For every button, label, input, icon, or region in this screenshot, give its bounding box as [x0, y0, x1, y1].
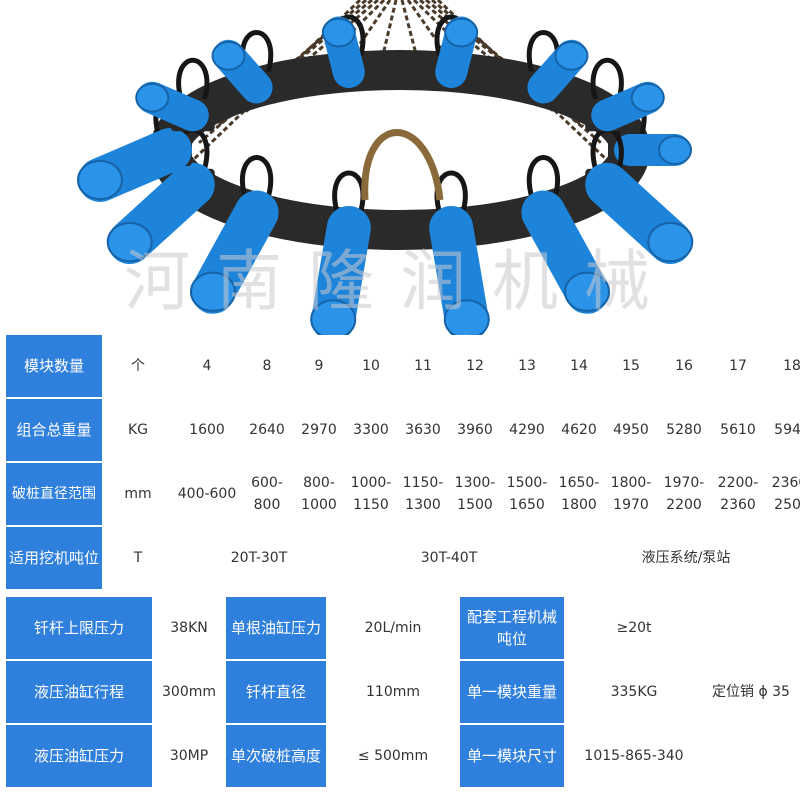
- value-cell: 30T-40T: [346, 527, 552, 589]
- cylinder-cap: [106, 221, 153, 263]
- unit-cell: 个: [104, 335, 172, 397]
- cylinder-cap: [444, 17, 479, 48]
- param-value: 38KN: [154, 597, 224, 659]
- value-cell: 1650-1800: [554, 463, 604, 525]
- param-label: 钎杆直径: [226, 661, 326, 723]
- param-label: 单次破桩高度: [226, 725, 326, 787]
- value-cell: 800-1000: [294, 463, 344, 525]
- merged-value-cell: 定位销 ϕ 35: [704, 597, 798, 787]
- table-row: 液压油缸行程 300mm 钎杆直径 110mm 单一模块重量 335KG: [6, 661, 798, 723]
- value-cell: 600-800: [242, 463, 292, 525]
- value-cell: 20T-30T: [174, 527, 344, 589]
- row-label: 适用挖机吨位: [6, 527, 102, 589]
- param-label: 单一模块尺寸: [460, 725, 564, 787]
- param-value: 30MP: [154, 725, 224, 787]
- value-cell: 2970: [294, 399, 344, 461]
- cylinder-cap: [310, 299, 357, 335]
- value-cell: 14: [554, 335, 604, 397]
- unit-cell: T: [104, 527, 172, 589]
- value-cell: 4950: [606, 399, 656, 461]
- cylinder-cap: [647, 221, 694, 263]
- param-label: 单根油缸压力: [226, 597, 326, 659]
- param-label: 配套工程机械吨位: [460, 597, 564, 659]
- param-label: 液压油缸压力: [6, 725, 152, 787]
- value-cell: 4: [174, 335, 240, 397]
- cylinder-cap: [321, 17, 356, 48]
- value-cell: 10: [346, 335, 396, 397]
- table-row: 破桩直径范围 mm 400-600 600-800 800-1000 1000-…: [6, 463, 800, 525]
- cylinder-cap: [564, 271, 611, 312]
- cylinder-cap: [211, 40, 246, 71]
- table-row: 适用挖机吨位 T 20T-30T 30T-40T 液压系统/泵站: [6, 527, 800, 589]
- value-cell: 5280: [658, 399, 710, 461]
- hydraulic-hose: [526, 155, 561, 204]
- spec-table-modules: 模块数量 个 4 8 9 10 11 12 13 14 15 16 17 18 …: [4, 333, 800, 591]
- value-cell: 3630: [398, 399, 448, 461]
- table-row: 钎杆上限压力 38KN 单根油缸压力 20L/min 配套工程机械吨位 ≥20t…: [6, 597, 798, 787]
- hydraulic-hose: [590, 57, 624, 107]
- value-cell: 1970-2200: [658, 463, 710, 525]
- table-row: 液压油缸压力 30MP 单次破桩高度 ≤ 500mm 单一模块尺寸 1015-8…: [6, 725, 798, 787]
- cylinder-cap: [135, 82, 170, 113]
- hydraulic-hose: [239, 155, 274, 204]
- table-row: 组合总重量 KG 1600 2640 2970 3300 3630 3960 4…: [6, 399, 800, 461]
- cylinder-cap: [77, 159, 123, 201]
- value-cell: 11: [398, 335, 448, 397]
- param-value: 335KG: [566, 661, 702, 723]
- value-cell: 1800-1970: [606, 463, 656, 525]
- row-label: 组合总重量: [6, 399, 102, 461]
- product-photo: 河南隆润机械: [0, 0, 800, 335]
- value-cell: 5940: [766, 399, 800, 461]
- param-label: 液压油缸行程: [6, 661, 152, 723]
- param-value: ≥20t: [566, 597, 702, 659]
- param-label: 单一模块重量: [460, 661, 564, 723]
- value-cell: 1300-1500: [450, 463, 500, 525]
- unit-cell: mm: [104, 463, 172, 525]
- hydraulic-hose: [361, 129, 444, 201]
- cylinder-cap: [658, 135, 692, 165]
- cylinder-cap: [189, 271, 236, 312]
- value-cell: 13: [502, 335, 552, 397]
- value-cell: 15: [606, 335, 656, 397]
- value-cell: 1150-1300: [398, 463, 448, 525]
- row-label: 模块数量: [6, 335, 102, 397]
- value-cell: 5610: [712, 399, 764, 461]
- value-cell: 1500-1650: [502, 463, 552, 525]
- value-cell: 3300: [346, 399, 396, 461]
- value-cell: 液压系统/泵站: [554, 527, 800, 589]
- param-value: 300mm: [154, 661, 224, 723]
- value-cell: 18: [766, 335, 800, 397]
- spec-table-parameters: 钎杆上限压力 38KN 单根油缸压力 20L/min 配套工程机械吨位 ≥20t…: [4, 595, 800, 789]
- cylinder-cap: [554, 40, 589, 71]
- hydraulic-hose: [176, 57, 210, 107]
- value-cell: 12: [450, 335, 500, 397]
- value-cell: 9: [294, 335, 344, 397]
- pile-breaker-illustration: [77, 0, 694, 335]
- value-cell: 4620: [554, 399, 604, 461]
- value-cell: 17: [712, 335, 764, 397]
- table-row: 模块数量 个 4 8 9 10 11 12 13 14 15 16 17 18: [6, 335, 800, 397]
- row-label: 破桩直径范围: [6, 463, 102, 525]
- value-cell: 3960: [450, 399, 500, 461]
- cylinder-cap: [630, 82, 665, 113]
- value-cell: 16: [658, 335, 710, 397]
- unit-cell: KG: [104, 399, 172, 461]
- value-cell: 8: [242, 335, 292, 397]
- chain: [406, 0, 475, 94]
- param-value: 110mm: [328, 661, 458, 723]
- param-label: 钎杆上限压力: [6, 597, 152, 659]
- cylinder-cap: [443, 299, 490, 335]
- param-value: 20L/min: [328, 597, 458, 659]
- param-value: ≤ 500mm: [328, 725, 458, 787]
- value-cell: 1600: [174, 399, 240, 461]
- value-cell: 2200-2360: [712, 463, 764, 525]
- value-cell: 2360-2500: [766, 463, 800, 525]
- param-value: 1015-865-340: [566, 725, 702, 787]
- value-cell: 2640: [242, 399, 292, 461]
- value-cell: 1000-1150: [346, 463, 396, 525]
- value-cell: 4290: [502, 399, 552, 461]
- value-cell: 400-600: [174, 463, 240, 525]
